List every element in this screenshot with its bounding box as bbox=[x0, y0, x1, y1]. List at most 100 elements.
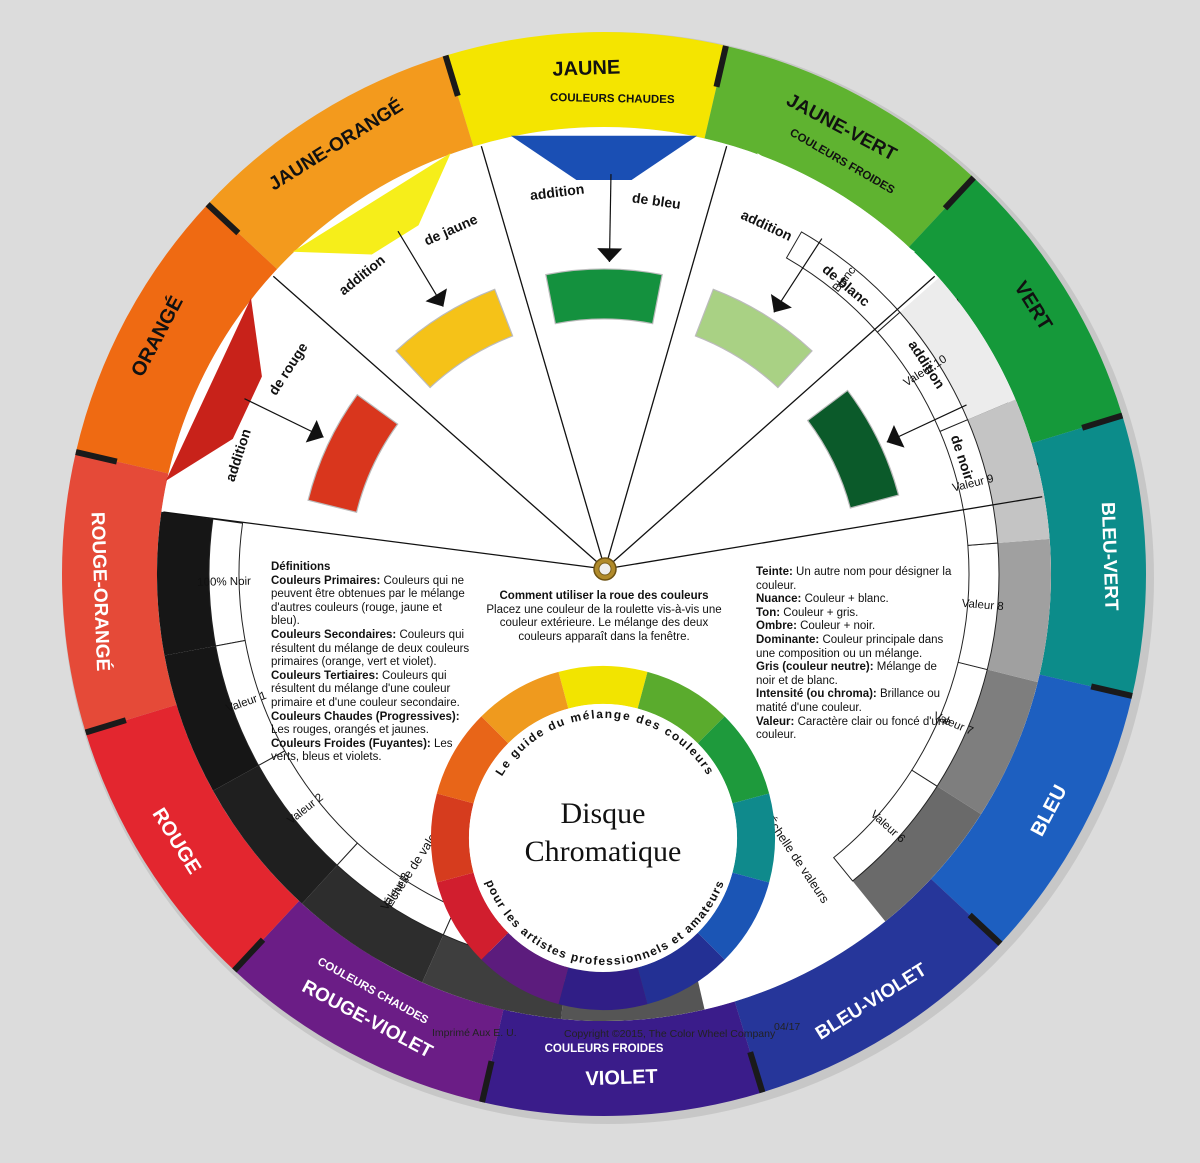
value-swatch bbox=[213, 765, 338, 904]
center-wheel-segment bbox=[481, 932, 569, 1005]
center-color-wheel bbox=[431, 666, 775, 1010]
center-wheel-segment bbox=[732, 793, 775, 883]
glossary-text: Couleur + noir. bbox=[800, 620, 876, 633]
glossary-term: Ombre: bbox=[756, 620, 797, 633]
glossary-text: Caractère clair ou foncé d'une couleur. bbox=[756, 715, 951, 742]
outer-segment[interactable] bbox=[482, 1001, 763, 1116]
center-wheel-core bbox=[469, 704, 737, 972]
value-label: Valeur 8 bbox=[961, 598, 1004, 613]
segment-divider bbox=[1090, 683, 1133, 699]
outer-segment[interactable] bbox=[1031, 415, 1146, 696]
mix-arrow bbox=[773, 238, 823, 313]
center-wheel-segment bbox=[431, 793, 474, 883]
def-text: Couleurs qui résultent du mélange de deu… bbox=[271, 628, 470, 669]
glossary-block: Teinte: Un autre nom pour désigner la co… bbox=[756, 566, 956, 743]
segment-divider bbox=[1081, 412, 1124, 431]
segment-divider bbox=[747, 1051, 766, 1094]
outer-color-ring[interactable]: JAUNEJAUNE-VERTVERTBLEU-VERTBLEUBLEU-VIO… bbox=[61, 31, 1146, 1116]
mix-arrow bbox=[244, 398, 324, 438]
outer-segment[interactable] bbox=[85, 704, 300, 971]
value-swatch bbox=[899, 277, 1016, 420]
glossary-term: Teinte: bbox=[756, 566, 793, 578]
window-divider bbox=[163, 511, 606, 570]
mix-arrow-head bbox=[770, 293, 792, 313]
mix-swatch bbox=[545, 268, 663, 325]
value-label-cell bbox=[957, 542, 1000, 671]
mix-arrow bbox=[608, 174, 612, 263]
mix-arrow-head bbox=[597, 248, 623, 263]
value-swatch bbox=[967, 399, 1050, 544]
window-divider bbox=[604, 496, 1043, 570]
window-divider bbox=[480, 146, 606, 570]
glossary-term: Gris (couleur neutre): bbox=[756, 661, 874, 674]
segment-divider bbox=[205, 202, 241, 236]
value-label-cell bbox=[785, 231, 901, 333]
value-label: 100% Noir bbox=[197, 576, 251, 589]
center-wheel-segment bbox=[436, 716, 509, 804]
segment-divider bbox=[942, 175, 976, 211]
center-wheel-segment bbox=[558, 666, 648, 709]
outer-segment[interactable] bbox=[930, 674, 1133, 944]
mix-swatch bbox=[395, 288, 514, 389]
footer-copyright: Copyright ©2015, The Color Wheel Company bbox=[564, 1028, 776, 1040]
center-title-line1: Disque bbox=[561, 797, 646, 830]
value-label-cell bbox=[876, 311, 969, 433]
mix-swatch bbox=[694, 288, 813, 389]
mix-arrow-head bbox=[425, 288, 447, 307]
outer-segment[interactable] bbox=[734, 878, 1001, 1093]
footer-printed: Imprimé Aux E. U. bbox=[432, 1027, 517, 1039]
segment-divider bbox=[84, 717, 127, 736]
center-wheel-segment bbox=[697, 716, 770, 804]
glossary-term: Nuance: bbox=[756, 593, 802, 606]
segment-divider bbox=[479, 1060, 495, 1103]
mix-swatch bbox=[806, 389, 900, 509]
def-text: Couleurs qui résultent du mélange d'une … bbox=[271, 669, 460, 709]
outer-segment[interactable] bbox=[908, 177, 1123, 444]
value-label-cell bbox=[257, 750, 359, 866]
value-swatch bbox=[852, 786, 981, 922]
outer-segment[interactable] bbox=[61, 452, 177, 733]
value-swatch bbox=[937, 669, 1038, 815]
value-swatch bbox=[157, 511, 216, 656]
grommet-hole bbox=[598, 562, 612, 576]
value-swatch bbox=[987, 538, 1051, 683]
window-tab[interactable] bbox=[292, 153, 451, 255]
segment-divider bbox=[232, 937, 266, 973]
mix-arrow-head bbox=[886, 424, 905, 448]
def-term: Couleurs Froides (Fuyantes): bbox=[271, 737, 431, 750]
mix-label-line1: addition bbox=[529, 181, 585, 204]
center-title-line2: Chromatique bbox=[525, 835, 682, 868]
temperature-label: COULEURS FROIDES bbox=[545, 1043, 664, 1055]
value-label-cell bbox=[208, 518, 246, 647]
segment-divider bbox=[713, 45, 729, 88]
def-text: Les verts, bleus et violets. bbox=[271, 737, 453, 764]
window-tab[interactable] bbox=[510, 135, 698, 180]
outer-segment[interactable] bbox=[704, 45, 974, 248]
outer-segment[interactable] bbox=[207, 55, 474, 270]
def-text: Les rouges, orangés et jaunes. bbox=[271, 724, 429, 737]
mix-arrow bbox=[886, 404, 967, 443]
window-divider bbox=[604, 146, 728, 570]
window-tab[interactable] bbox=[165, 298, 262, 481]
how-to-text: Placez une couleur de la roulette vis-à-… bbox=[486, 603, 722, 643]
def-term: Couleurs Tertiaires: bbox=[271, 669, 379, 682]
how-to-block: Comment utiliser la roue des couleurs Pl… bbox=[484, 590, 724, 644]
window-divider bbox=[272, 275, 606, 570]
mix-swatch bbox=[307, 393, 399, 514]
def-term: Couleurs Chaudes (Progressives): bbox=[271, 710, 460, 723]
value-swatch bbox=[422, 934, 567, 1019]
outer-segment[interactable] bbox=[445, 31, 726, 147]
window-divider bbox=[604, 275, 936, 570]
glossary-text: Couleur + blanc. bbox=[804, 593, 889, 606]
center-wheel-segment bbox=[558, 967, 648, 1010]
glossary-text: Brillance ou matité d'une couleur. bbox=[756, 688, 941, 714]
outer-segment[interactable] bbox=[234, 900, 504, 1103]
temperature-label: COULEURS CHAUDES bbox=[550, 92, 675, 106]
center-wheel-segment bbox=[637, 671, 725, 744]
outer-segment-label: JAUNE bbox=[552, 56, 621, 80]
center-wheel-segment bbox=[481, 671, 569, 744]
outer-segment[interactable] bbox=[75, 204, 278, 474]
def-term: Couleurs Primaires: bbox=[271, 574, 381, 587]
